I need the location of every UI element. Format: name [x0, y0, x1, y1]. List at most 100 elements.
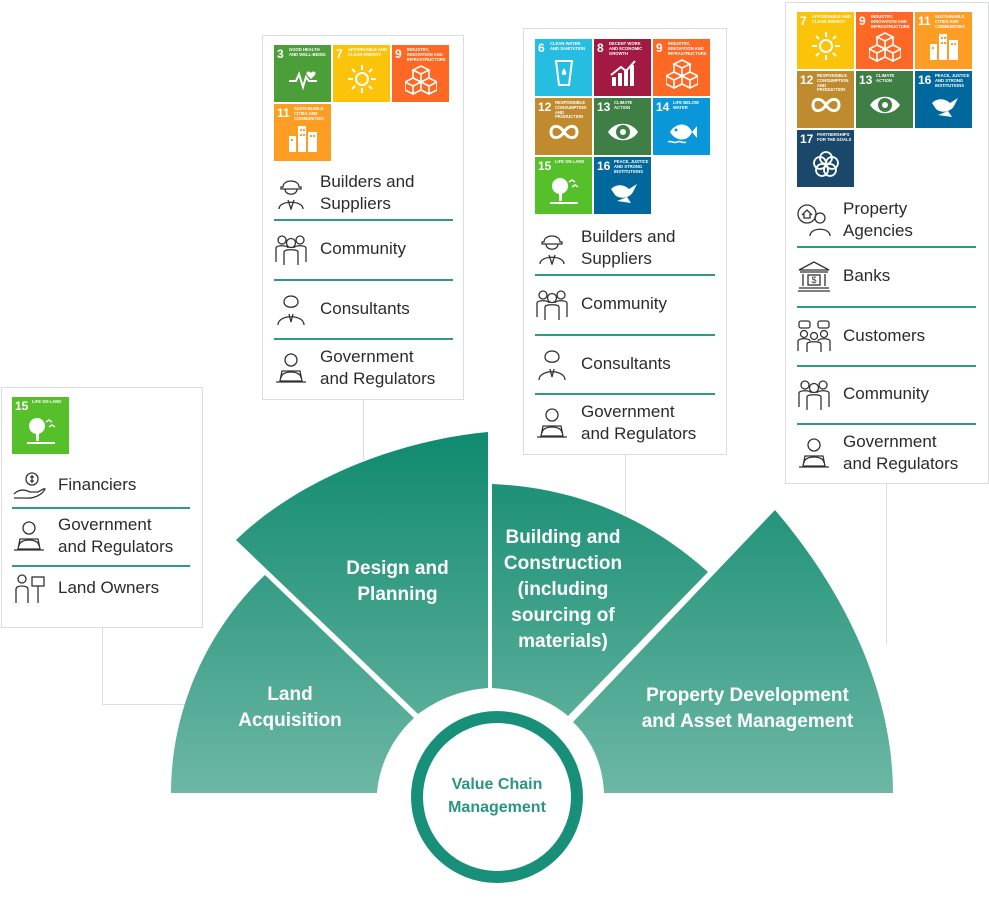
stakeholder-property-0: Property Agencies: [797, 194, 976, 248]
sdg-15-tile: 15Life on land: [535, 157, 592, 214]
money-hand-icon: [13, 471, 46, 499]
sdg-9-tile: 9Industry, innovation and infrastructure: [392, 45, 449, 102]
segment-property-development[interactable]: [573, 510, 893, 793]
bank-icon: $: [798, 261, 830, 292]
cubes-icon: [666, 59, 698, 89]
stakeholder-label: Government and Regulators: [843, 432, 959, 473]
stakeholder-property-3: Community: [797, 366, 976, 425]
stakeholder-property-1: $ Banks: [797, 247, 976, 308]
center-circle[interactable]: [411, 711, 583, 883]
sdg-16-tile: 16Peace, justice and strong institutions: [915, 71, 972, 128]
stakeholder-label: Financiers: [58, 474, 137, 494]
sdg-title: Sustainable cities and communities: [294, 106, 324, 121]
sdg-number: 16: [597, 159, 611, 173]
sdg-13-tile: 13Climate action: [594, 98, 651, 155]
stakeholder-build-1: Community: [535, 275, 715, 336]
connector-line: [886, 484, 887, 644]
sdg-number: 8: [597, 41, 604, 55]
sdg-title: Affordable and clean energy: [812, 14, 851, 24]
city-icon: [930, 34, 958, 60]
stakeholder-label: Builders and Suppliers: [581, 226, 676, 268]
sdg-number: 9: [859, 14, 866, 28]
sdg-7-tile: 7 Affordable and clean energy: [333, 45, 390, 102]
infinity-icon: [811, 97, 841, 113]
sdg-number: 12: [538, 100, 552, 114]
sdg-12-tile: 12Responsible consumption and production: [797, 71, 854, 128]
stakeholder-design-2: Consultants: [274, 280, 453, 340]
sdg-17-tile: 17Partnerships for the goals: [797, 130, 854, 187]
sdg-title: Partnerships for the goals: [817, 132, 852, 142]
sdg-9-tile: 9Industry, innovation and infrastructure: [653, 39, 710, 96]
stakeholder-land-0: Financiers: [12, 463, 190, 509]
segment-label-land-acquisition: Land Acquisition: [238, 684, 342, 731]
stakeholder-label: Banks: [843, 266, 891, 285]
sdg-6-tile: 6Clean water and sanitation: [535, 39, 592, 96]
sdg-14-tile: 14Life below water: [653, 98, 710, 155]
person-sign-icon: [15, 573, 45, 603]
sdg-title: Sustainable cities and communities: [935, 14, 965, 29]
sdg-number: 7: [336, 47, 343, 61]
stakeholder-label: Consultants: [581, 353, 671, 373]
sdg-title: Life below water: [673, 100, 699, 110]
sdg-title: Good health and well-being: [289, 47, 326, 57]
stakeholder-label: Community: [320, 239, 406, 258]
stakeholder-land-1: Government and Regulators: [12, 508, 190, 567]
sun-power-icon: [348, 65, 376, 93]
tree-icon: [27, 418, 56, 444]
divider: [274, 279, 453, 281]
sdg-title: Clean water and sanitation: [550, 41, 586, 51]
divider: [274, 338, 453, 340]
sdg-3-tile: 3Good health and well-being: [274, 45, 331, 102]
stakeholder-label: Government and Regulators: [581, 402, 697, 443]
customers-chat-icon: [797, 319, 831, 352]
segment-land-acquisition[interactable]: [171, 575, 414, 793]
sdg-title: Peace, justice and strong institutions: [614, 159, 649, 174]
house-agent-icon: [797, 203, 831, 236]
connector-line: [102, 704, 202, 705]
sdg-title: Life on land: [32, 399, 62, 404]
sdg-title: Climate action: [876, 73, 895, 83]
sdg-number: 7: [800, 14, 807, 28]
hardhat-worker-icon: [539, 234, 565, 265]
stakeholder-land-2: Land Owners: [12, 566, 190, 611]
divider: [535, 274, 715, 276]
stakeholder-build-0: Builders and Suppliers: [535, 222, 715, 276]
rings-icon: [813, 151, 839, 177]
growth-chart-icon: [610, 60, 636, 86]
sdg-title: Responsible consumption and production: [555, 100, 587, 120]
svg-text:$: $: [811, 275, 816, 285]
water-glass-icon: [554, 60, 574, 86]
sdg-15-tile: 15Life on land: [12, 397, 69, 454]
segment-label-design-planning: Design and Planning: [346, 558, 449, 605]
sdg-number: 11: [918, 14, 931, 28]
sdg-title: Responsible consumption and production: [817, 73, 849, 93]
sdg-title: Affordable and clean energy: [348, 47, 387, 57]
sdg-title: Industry, innovation and infrastructure: [668, 41, 707, 56]
people-group-icon: [536, 290, 568, 320]
stakeholder-design-3: Government and Regulators: [274, 339, 453, 399]
people-group-icon: [798, 380, 830, 410]
divider: [797, 365, 976, 367]
sdg-number: 15: [538, 159, 552, 173]
segment-design-planning[interactable]: [236, 432, 488, 714]
divider: [797, 423, 976, 425]
person-laptop-icon: [799, 438, 829, 468]
sdg-11-tile: 11 Sustainable cities and communities: [915, 12, 972, 69]
sdg-number: 13: [597, 100, 611, 114]
segment-building-construction[interactable]: [492, 484, 708, 716]
sdg-title: Peace, justice and strong institutions: [935, 73, 970, 88]
sdg-number: 17: [800, 132, 814, 146]
sun-power-icon: [812, 32, 840, 60]
sdg-number: 16: [918, 73, 932, 87]
sdg-number: 14: [656, 100, 670, 114]
fish-icon: [667, 124, 697, 144]
connector-line: [363, 400, 364, 460]
divider: [797, 246, 976, 248]
stakeholder-build-2: Consultants: [535, 335, 715, 395]
stakeholder-build-3: Government and Regulators: [535, 394, 715, 454]
stakeholder-label: Government and Regulators: [58, 515, 174, 556]
sdg-number: 11: [277, 106, 290, 120]
sdg-13-tile: 13Climate action: [856, 71, 913, 128]
sdg-7-tile: 7 Affordable and clean energy: [797, 12, 854, 69]
stakeholder-design-0: Builders and Suppliers: [274, 168, 453, 221]
